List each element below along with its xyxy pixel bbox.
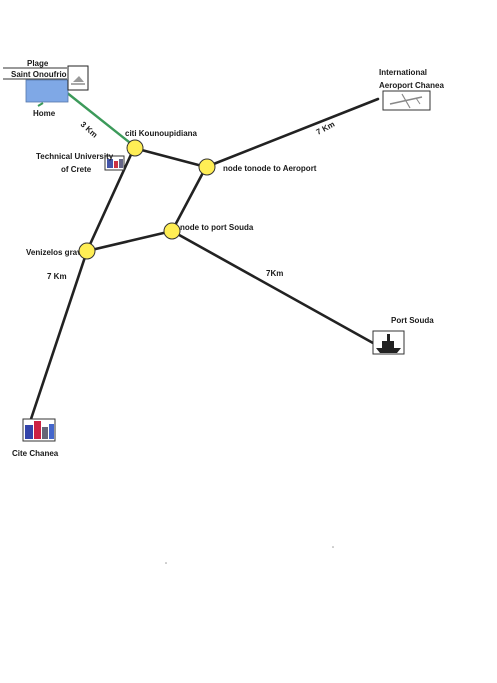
- road-venizelos-chanea: [28, 249, 89, 424]
- distance-venizelos-chanea: 7 Km: [47, 272, 67, 281]
- road-home-kounoupidiana: [65, 91, 135, 147]
- road-kounoupidiana-venizelos: [85, 146, 136, 253]
- home-label: Home: [33, 109, 56, 118]
- road-kounoupidiana-node-airport: [132, 146, 208, 169]
- distance-home-kounoupidiana: 3 Km: [79, 120, 100, 140]
- city-buildings-icon: [22, 418, 56, 442]
- road-node-souda-port: [170, 229, 375, 345]
- scan-speck: [165, 562, 167, 564]
- university-building-icon: [104, 155, 125, 171]
- tuc-label-line2: of Crete: [61, 165, 92, 174]
- road-venizelos-node-souda: [85, 229, 174, 253]
- distance-node-souda: 7Km: [266, 269, 283, 278]
- kounoupidiana-label: citi Kounoupidiana: [125, 129, 198, 138]
- road-node-airport-airport: [204, 97, 380, 169]
- tuc-label-line1: Technical University: [36, 152, 114, 161]
- airport-label-line2: Aeroport Chanea: [379, 81, 444, 90]
- cite-chanea-label: Cite Chanea: [12, 449, 59, 458]
- scan-speck: [332, 546, 334, 548]
- node-to-airport: [198, 158, 216, 176]
- node-souda-label: node to port Souda: [180, 223, 254, 232]
- home-marker: [37, 102, 44, 107]
- node-kounoupidiana: [126, 139, 144, 157]
- road-node-airport-node-souda: [170, 165, 208, 233]
- beach-photo-icon: [67, 65, 89, 91]
- plage-label: Plage: [27, 59, 49, 68]
- node-airport-label: node tonode to Aeroport: [223, 164, 317, 173]
- saint-onoufrio-label: Saint Onoufrio: [11, 70, 67, 79]
- airplane-icon: [382, 90, 431, 111]
- node-to-port-souda: [163, 222, 181, 240]
- home-area-box: [25, 79, 69, 103]
- airport-label-line1: International: [379, 68, 427, 77]
- venizelos-label: Venizelos grav: [26, 248, 82, 257]
- node-venizelos: [78, 242, 96, 260]
- port-souda-label: Port Souda: [391, 316, 434, 325]
- ship-icon: [372, 330, 405, 355]
